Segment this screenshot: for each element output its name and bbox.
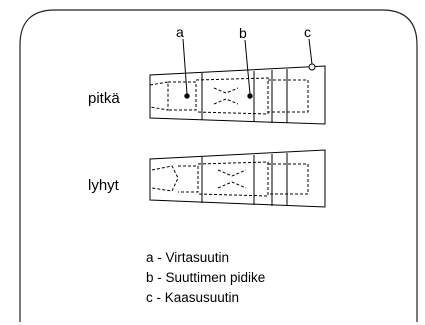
label-long: pitkä — [88, 90, 120, 107]
label-a: a — [176, 24, 184, 40]
short-nozzle — [149, 149, 326, 208]
point-a-marker — [184, 93, 190, 99]
point-c-marker — [308, 63, 316, 71]
legend-item-c: c - Kaasusuutin — [146, 290, 239, 305]
legend: a - Virtasuutin b - Suuttimen pidike c -… — [146, 250, 265, 305]
long-nozzle — [149, 38, 326, 125]
legend-item-b: b - Suuttimen pidike — [146, 270, 265, 285]
legend-item-a: a - Virtasuutin — [146, 250, 229, 265]
point-b-marker — [247, 93, 253, 99]
label-short: lyhyt — [88, 177, 120, 194]
diagram-frame — [19, 9, 418, 322]
label-c: c — [304, 24, 311, 40]
label-b: b — [239, 25, 247, 41]
